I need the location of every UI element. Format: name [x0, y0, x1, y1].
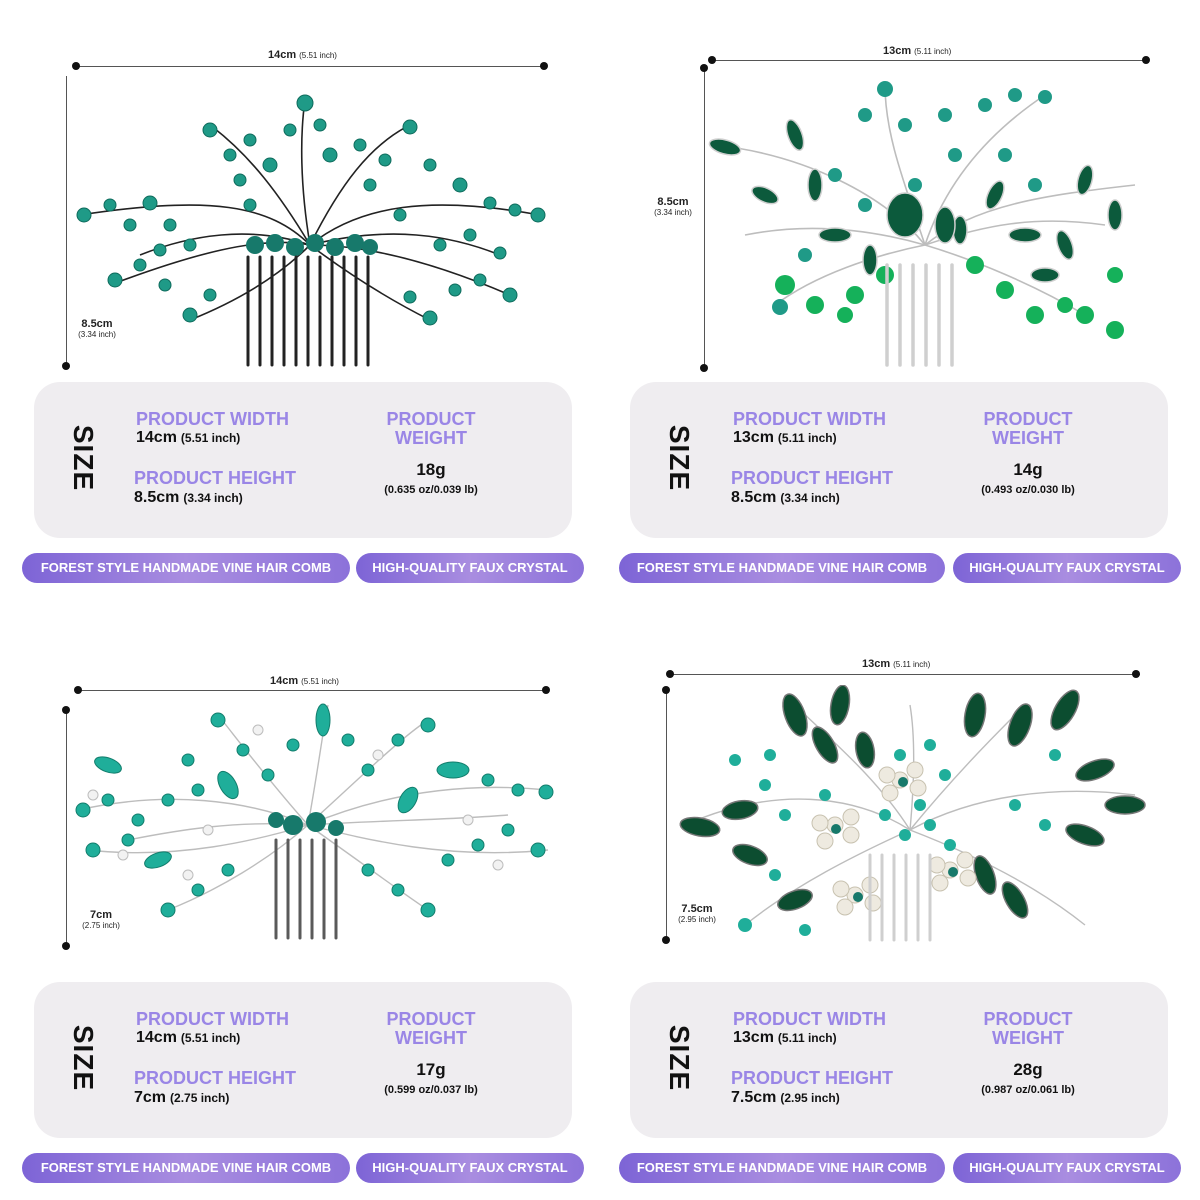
emerald-silver-vine-hair-comb-image — [708, 81, 1136, 367]
product-height-heading: PRODUCT HEIGHT — [134, 468, 296, 488]
product-weight-value: 18g — [416, 460, 446, 479]
dimension-endpoint — [1132, 670, 1140, 678]
product-height-value: 7.5cm(2.95 inch) — [731, 1089, 840, 1106]
dimension-endpoint — [662, 936, 670, 944]
product-width-heading: PRODUCT WIDTH — [136, 1009, 289, 1029]
product-height-value: 8.5cm(3.34 inch) — [134, 489, 243, 506]
size-heading: SIZE — [664, 424, 696, 492]
height-dimension-label: 7cm(2.75 inch) — [82, 909, 120, 930]
product-weight-imperial: (0.599 oz/0.037 lb) — [384, 1084, 478, 1096]
product-width-heading: PRODUCT WIDTH — [733, 409, 886, 429]
feature-pill-faux-crystal: HIGH-QUALITY FAUX CRYSTAL — [356, 553, 584, 583]
feature-pill-forest-style: FOREST STYLE HANDMADE VINE HAIR COMB — [22, 553, 350, 583]
width-dimension-line — [670, 674, 1140, 675]
width-dimension-line — [78, 690, 546, 691]
product-width-value: 13cm(5.11 inch) — [733, 1029, 837, 1046]
dimension-endpoint — [1142, 56, 1150, 64]
dimension-endpoint — [700, 364, 708, 372]
product-width-value: 13cm(5.11 inch) — [733, 429, 837, 446]
product-panel-4: 13cm(5.11 inch) 7.5cm(2.95 inch) — [600, 600, 1200, 1200]
product-panel-3: 14cm(5.51 inch) 7cm(2.75 inch) — [0, 600, 600, 1200]
size-spec-card — [630, 982, 1168, 1138]
product-width-heading: PRODUCT WIDTH — [733, 1009, 886, 1029]
emerald-pearl-flower-hair-comb-image — [679, 685, 1146, 942]
product-weight-value: 17g — [416, 1060, 446, 1079]
product-height-heading: PRODUCT HEIGHT — [134, 1068, 296, 1088]
height-dimension-line — [66, 710, 67, 948]
width-dimension-line — [712, 60, 1146, 61]
width-dimension-label: 14cm(5.51 inch) — [270, 675, 339, 687]
feature-pill-faux-crystal: HIGH-QUALITY FAUX CRYSTAL — [953, 1153, 1181, 1183]
width-dimension-label: 13cm(5.11 inch) — [862, 658, 931, 670]
product-weight-imperial: (0.635 oz/0.039 lb) — [384, 484, 478, 496]
teal-crystal-silver-vine-hair-comb-image — [75, 703, 554, 940]
product-panel-1: 14cm(5.51 inch) 8.5cm(3.34 inch) — [0, 0, 600, 600]
dimension-endpoint — [62, 706, 70, 714]
product-height-value: 8.5cm(3.34 inch) — [731, 489, 840, 506]
dimension-endpoint — [62, 362, 70, 370]
size-heading: SIZE — [68, 1024, 100, 1092]
product-weight-value: 14g — [1013, 460, 1043, 479]
product-height-heading: PRODUCT HEIGHT — [731, 1068, 893, 1088]
size-heading: SIZE — [664, 1024, 696, 1092]
product-weight-imperial: (0.987 oz/0.061 lb) — [981, 1084, 1075, 1096]
product-height-value: 7cm(2.75 inch) — [134, 1089, 230, 1106]
height-dimension-line — [704, 68, 705, 368]
dimension-endpoint — [662, 686, 670, 694]
size-spec-card — [34, 982, 572, 1138]
height-dimension-label: 7.5cm(2.95 inch) — [678, 903, 716, 924]
product-weight-value: 28g — [1013, 1060, 1043, 1079]
dimension-endpoint — [540, 62, 548, 70]
product-width-value: 14cm(5.51 inch) — [136, 1029, 241, 1046]
width-dimension-label: 13cm(5.11 inch) — [883, 45, 952, 57]
dimension-endpoint — [700, 64, 708, 72]
size-spec-card — [34, 382, 572, 538]
feature-pill-forest-style: FOREST STYLE HANDMADE VINE HAIR COMB — [22, 1153, 350, 1183]
feature-pill-forest-style: FOREST STYLE HANDMADE VINE HAIR COMB — [619, 1153, 945, 1183]
height-dimension-label: 8.5cm(3.34 inch) — [78, 318, 116, 339]
height-dimension-label: 8.5cm(3.34 inch) — [654, 196, 692, 217]
dimension-endpoint — [542, 686, 550, 694]
product-width-value: 14cm(5.51 inch) — [136, 429, 241, 446]
dimension-endpoint — [62, 942, 70, 950]
dimension-endpoint — [74, 686, 82, 694]
feature-pill-faux-crystal: HIGH-QUALITY FAUX CRYSTAL — [356, 1153, 584, 1183]
dimension-endpoint — [72, 62, 80, 70]
width-dimension-label: 14cm(5.51 inch) — [268, 49, 337, 61]
feature-pill-faux-crystal: HIGH-QUALITY FAUX CRYSTAL — [953, 553, 1181, 583]
product-panel-2: 13cm(5.11 inch) 8.5cm(3.34 inch) — [600, 0, 1200, 600]
height-dimension-line — [66, 76, 67, 366]
dimension-endpoint — [708, 56, 716, 64]
product-width-heading: PRODUCT WIDTH — [136, 409, 289, 429]
black-vine-crystal-hair-comb-image — [76, 94, 546, 367]
size-heading: SIZE — [68, 424, 100, 492]
product-height-heading: PRODUCT HEIGHT — [731, 468, 893, 488]
feature-pill-forest-style: FOREST STYLE HANDMADE VINE HAIR COMB — [619, 553, 945, 583]
product-weight-imperial: (0.493 oz/0.030 lb) — [981, 484, 1075, 496]
width-dimension-line — [76, 66, 544, 67]
size-spec-card — [630, 382, 1168, 538]
dimension-endpoint — [666, 670, 674, 678]
height-dimension-line — [666, 690, 667, 940]
